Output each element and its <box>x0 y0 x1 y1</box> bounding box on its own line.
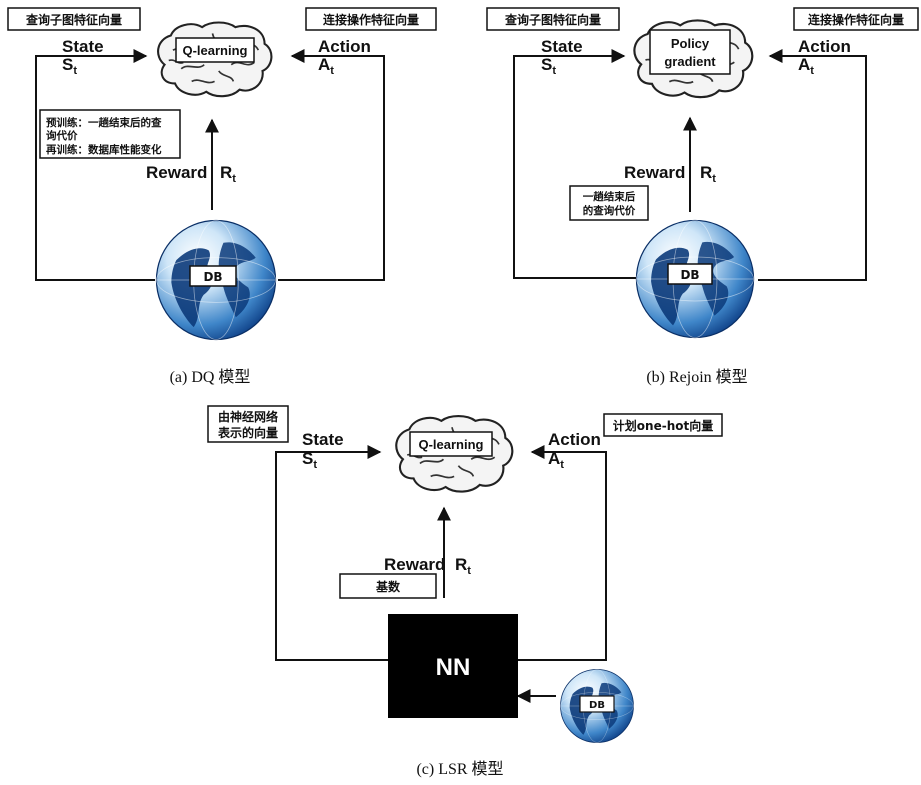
panel-a-action-label: Action <box>318 37 371 56</box>
panel-c-nn-label: NN <box>436 654 471 681</box>
panel-b-reward-symbol: Rt <box>700 163 716 185</box>
panel-b-state-line <box>514 56 636 278</box>
panel-b-brain-line1: Policy <box>671 36 710 51</box>
panel-a-state-symbol: St <box>62 55 77 77</box>
panel-c: 由神经网络 表示的向量 计划one-hot向量 State St Action … <box>208 406 722 778</box>
panel-a-note-line3: 再训练：数据库性能变化 <box>46 143 162 156</box>
panel-b-db-label: DB <box>680 268 699 282</box>
panel-c-brain-label: Q-learning <box>418 437 483 452</box>
panel-b-action-label: Action <box>798 37 851 56</box>
panel-a-note-line2: 询代价 <box>46 129 78 142</box>
panel-b-action-feature-text: 连接操作特征向量 <box>808 12 904 27</box>
panel-c-state-feature-line2: 表示的向量 <box>217 425 278 440</box>
panel-c-action-line <box>518 452 606 660</box>
panel-a-state-label: State <box>62 37 104 56</box>
panel-b-state-feature-text: 查询子图特征向量 <box>504 12 601 27</box>
panel-a-note-line1: 预训练：一趟结束后的查 <box>46 116 162 129</box>
panel-c-action-label: Action <box>548 430 601 449</box>
panel-a-caption: (a) DQ 模型 <box>170 368 251 386</box>
panel-b-state-label: State <box>541 37 583 56</box>
panel-a-reward-symbol: Rt <box>220 163 236 185</box>
panel-c-reward-symbol: Rt <box>455 555 471 577</box>
panel-a-brain-label: Q-learning <box>182 43 247 58</box>
panel-b-note-line1: 一趟结束后 <box>583 190 636 203</box>
panel-a-db-label: DB <box>203 270 222 284</box>
panel-b: 查询子图特征向量 连接操作特征向量 State St Action At Pol… <box>487 8 918 386</box>
panel-b-reward-label: Reward <box>624 163 685 182</box>
panel-c-caption: (c) LSR 模型 <box>416 760 503 778</box>
panel-a: 查询子图特征向量 连接操作特征向量 State St Action At Q-l… <box>8 8 436 386</box>
panel-b-action-symbol: At <box>798 55 814 77</box>
panel-c-state-feature-line1: 由神经网络 <box>218 409 278 424</box>
panel-b-brain-line2: gradient <box>664 54 716 69</box>
panel-a-action-symbol: At <box>318 55 334 77</box>
panel-a-state-feature-text: 查询子图特征向量 <box>25 12 122 27</box>
panel-a-reward-label: Reward <box>146 163 207 182</box>
panel-c-state-line <box>276 452 388 660</box>
panel-a-action-line <box>278 56 384 280</box>
panel-c-db-label: DB <box>589 700 605 711</box>
panel-b-state-symbol: St <box>541 55 556 77</box>
panel-c-note-text: 基数 <box>375 579 401 594</box>
panel-b-caption: (b) Rejoin 模型 <box>646 368 747 386</box>
panel-c-reward-label: Reward <box>384 555 445 574</box>
panel-b-action-line <box>758 56 866 280</box>
panel-c-state-label: State <box>302 430 344 449</box>
panel-a-action-feature-text: 连接操作特征向量 <box>323 12 419 27</box>
panel-b-note-line2: 的查询代价 <box>583 204 636 217</box>
panel-c-action-feature-text: 计划one-hot向量 <box>613 418 713 433</box>
panel-a-state-line <box>36 56 155 280</box>
